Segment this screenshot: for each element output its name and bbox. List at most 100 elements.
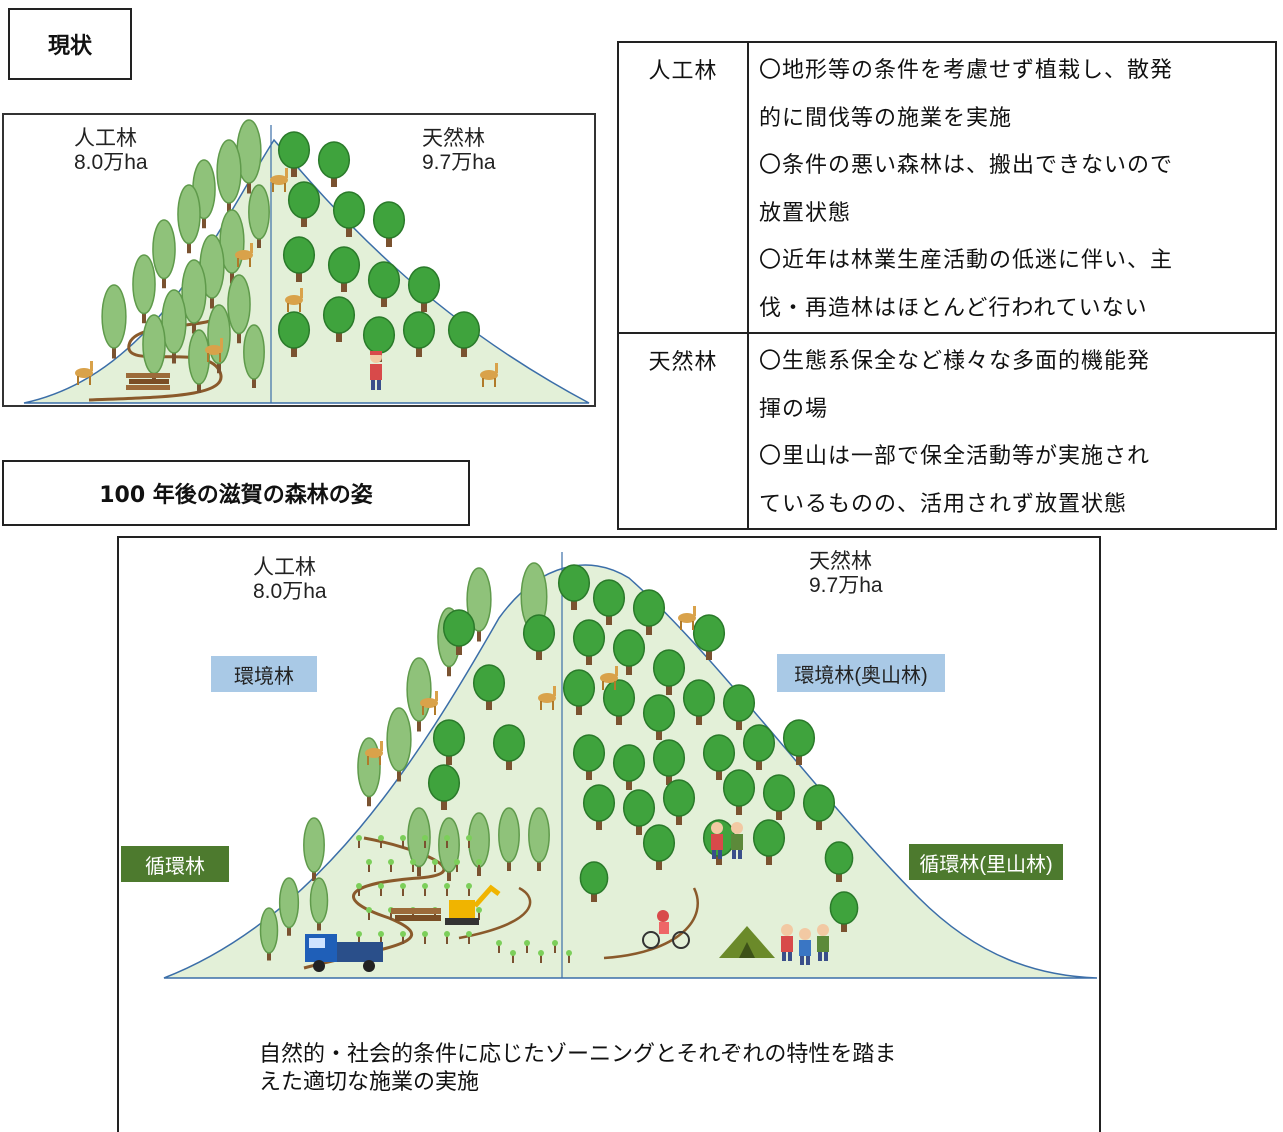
broadleaf-tree bbox=[322, 296, 356, 342]
sapling-icon bbox=[444, 931, 450, 944]
conifer-tree bbox=[278, 877, 300, 936]
future-natural-area: 9.7万ha bbox=[809, 574, 883, 597]
description-line: 揮の場 bbox=[759, 396, 829, 422]
sapling-icon bbox=[444, 883, 450, 896]
broadleaf-tree bbox=[612, 744, 646, 790]
broadleaf-tree bbox=[572, 619, 606, 665]
broadleaf-trees bbox=[277, 131, 481, 362]
log-pile-icon bbox=[391, 908, 441, 921]
broadleaf-tree bbox=[522, 614, 556, 660]
forest-path bbox=[458, 886, 532, 940]
broadleaf-tree bbox=[282, 236, 316, 282]
current-heading-text: 現状 bbox=[47, 34, 92, 59]
zone-cycle-left: 循環林 bbox=[121, 846, 229, 882]
broadleaf-tree bbox=[557, 564, 591, 610]
broadleaf-tree bbox=[722, 684, 756, 730]
table-category-cell: 人工林 bbox=[617, 41, 749, 334]
conifer-trees bbox=[101, 119, 270, 393]
sapling-icon bbox=[400, 883, 406, 896]
broadleaf-tree bbox=[692, 614, 726, 660]
broadleaf-tree bbox=[472, 664, 506, 710]
description-line: 的に間伐等の施業を実施 bbox=[759, 105, 1013, 131]
broadleaf-tree bbox=[442, 609, 476, 655]
conifer-tree bbox=[466, 567, 492, 642]
broadleaf-tree bbox=[824, 841, 854, 882]
sapling-icon bbox=[432, 859, 438, 872]
sapling-icon bbox=[538, 950, 544, 963]
sapling-icon bbox=[378, 835, 384, 848]
current-artificial-area: 8.0万ha bbox=[74, 151, 148, 174]
sapling-icon bbox=[566, 950, 572, 963]
table-description-cell: 〇生態系保全など様々な多面的機能発 揮の場 〇里山は一部で保全活動等が実施され … bbox=[747, 332, 1277, 530]
sapling-icon bbox=[378, 883, 384, 896]
broadleaf-tree bbox=[317, 141, 351, 187]
future-natural-name: 天然林 bbox=[809, 550, 872, 573]
conifer-tree bbox=[227, 274, 251, 344]
deer-icon bbox=[205, 338, 223, 362]
hiker-icon bbox=[711, 822, 723, 859]
conifer-tree bbox=[303, 817, 325, 881]
broadleaf-tree bbox=[682, 679, 716, 725]
conifer-tree bbox=[132, 254, 156, 324]
sapling-rows bbox=[356, 835, 572, 963]
sapling-icon bbox=[466, 931, 472, 944]
conifer-tree bbox=[309, 877, 329, 931]
broadleaf-tree bbox=[407, 266, 441, 312]
sapling-icon bbox=[552, 940, 558, 953]
broadleaf-tree bbox=[829, 891, 859, 932]
deer-icon bbox=[75, 361, 93, 385]
conifer-tree bbox=[216, 139, 242, 214]
broadleaf-tree bbox=[652, 739, 686, 785]
conifer-tree bbox=[498, 807, 520, 871]
broadleaf-tree bbox=[572, 734, 606, 780]
hiker-icon bbox=[731, 822, 743, 859]
sapling-icon bbox=[356, 835, 362, 848]
sapling-icon bbox=[422, 835, 428, 848]
broadleaf-trees bbox=[427, 564, 859, 932]
deer-icon bbox=[365, 741, 383, 765]
future-forest-illustration bbox=[163, 552, 1098, 979]
broadleaf-tree bbox=[277, 311, 311, 357]
broadleaf-tree bbox=[402, 311, 436, 357]
current-heading: 現状 bbox=[8, 8, 132, 80]
future-natural-label: 天然林 9.7万ha bbox=[809, 550, 883, 598]
broadleaf-tree bbox=[742, 724, 776, 770]
hiker-icon bbox=[781, 924, 793, 961]
broadleaf-tree bbox=[662, 779, 696, 825]
current-forest-diagram: 人工林 8.0万ha 天然林 9.7万ha bbox=[2, 113, 596, 407]
sapling-icon bbox=[422, 883, 428, 896]
current-artificial-label: 人工林 8.0万ha bbox=[74, 127, 148, 175]
sapling-icon bbox=[476, 907, 482, 920]
description-line: 伐・再造林はほとんど行われていない bbox=[759, 295, 1148, 321]
deer-group bbox=[75, 168, 498, 387]
conifer-tree bbox=[259, 907, 279, 961]
truck-icon bbox=[305, 934, 383, 972]
hikers-group bbox=[711, 822, 829, 965]
broadleaf-tree bbox=[432, 719, 466, 765]
broadleaf-tree bbox=[492, 724, 526, 770]
sapling-icon bbox=[356, 883, 362, 896]
sapling-icon bbox=[378, 931, 384, 944]
sapling-icon bbox=[410, 859, 416, 872]
deer-icon bbox=[235, 243, 253, 267]
zone-environment-right: 環境林(奥山林) bbox=[777, 654, 945, 692]
broadleaf-tree bbox=[752, 819, 786, 865]
sapling-icon bbox=[356, 931, 362, 944]
broadleaf-tree bbox=[332, 191, 366, 237]
sapling-icon bbox=[388, 859, 394, 872]
caption-line: 自然的・社会的条件に応じたゾーニングとそれぞれの特性を踏ま bbox=[259, 1041, 897, 1066]
broadleaf-tree bbox=[802, 784, 836, 830]
conifer-tree bbox=[177, 184, 201, 254]
conifer-tree bbox=[438, 817, 460, 881]
future-caption: 自然的・社会的条件に応じたゾーニングとそれぞれの特性を踏ま えた適切な施業の実施 bbox=[259, 1040, 1039, 1096]
broadleaf-tree bbox=[652, 649, 686, 695]
sapling-icon bbox=[422, 931, 428, 944]
sapling-icon bbox=[454, 859, 460, 872]
broadleaf-tree bbox=[562, 669, 596, 715]
deer-icon bbox=[538, 686, 556, 710]
conifer-tree bbox=[386, 707, 412, 782]
tent-icon bbox=[719, 926, 775, 958]
description-line: ているものの、活用されず放置状態 bbox=[759, 491, 1128, 517]
broadleaf-tree bbox=[722, 769, 756, 815]
conifer-tree bbox=[243, 324, 265, 388]
